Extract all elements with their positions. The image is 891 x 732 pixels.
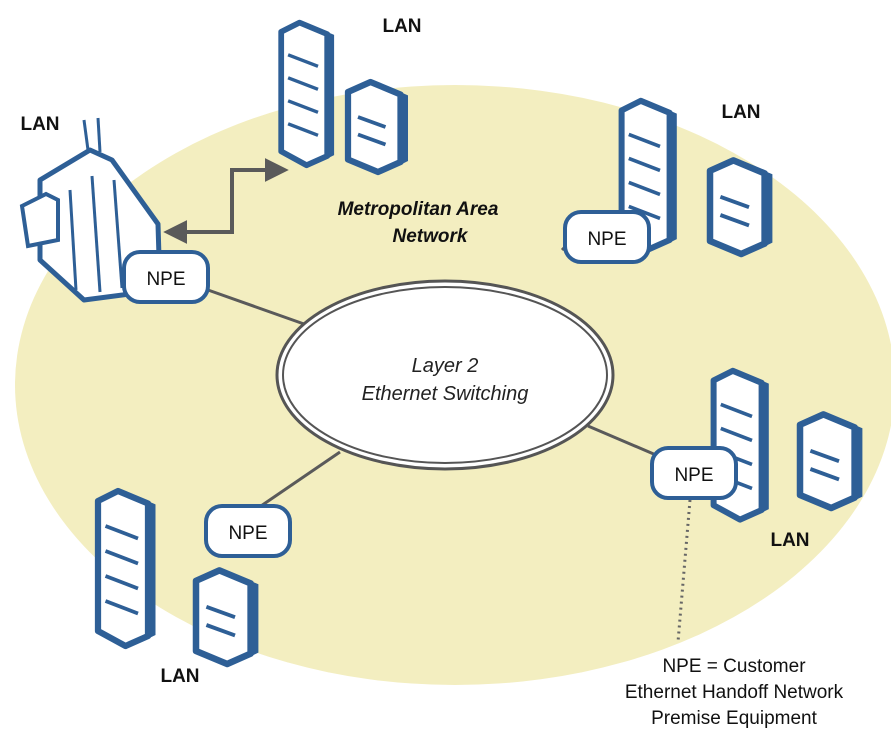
lan-left: LAN NPE [19,114,210,304]
lan-label-bottom-left: LAN [160,666,199,687]
note-line2: Ethernet Handoff Network [625,682,844,703]
npe-label-top-right: NPE [587,229,626,250]
lan-top-right: LAN NPE [563,101,770,264]
lan-label-left: LAN [20,114,59,135]
note-line1: NPE = Customer [662,656,806,677]
double-arrow [163,158,289,244]
link-top-left [207,288,305,326]
link-bottom-right [587,424,657,457]
npe-left: NPE [122,250,210,304]
lan-label-top: LAN [382,16,421,37]
core-label-line1: Layer 2 [412,355,479,377]
man-title-line2: Network [393,226,469,247]
npe-label-bottom-right: NPE [674,465,713,486]
lan-label-bottom-right: LAN [770,530,809,551]
link-bottom-left [257,450,341,510]
npe-top-right: NPE [563,210,651,264]
lan-bottom-left: LAN NPE [98,491,292,687]
lan-top: LAN [281,16,422,172]
npe-bottom-right: NPE [650,446,738,500]
npe-label-left: NPE [146,269,185,290]
man-title-line1: Metropolitan Area [338,199,499,220]
npe-label-bottom-left: NPE [228,523,267,544]
lan-label-top-right: LAN [721,102,760,123]
note-line3: Premise Equipment [651,708,818,729]
npe-bottom-left: NPE [204,504,292,558]
core-switching-ring: Layer 2 Ethernet Switching [275,279,615,471]
core-label-line2: Ethernet Switching [362,383,529,405]
lan-bottom-right: LAN NPE [650,371,860,551]
